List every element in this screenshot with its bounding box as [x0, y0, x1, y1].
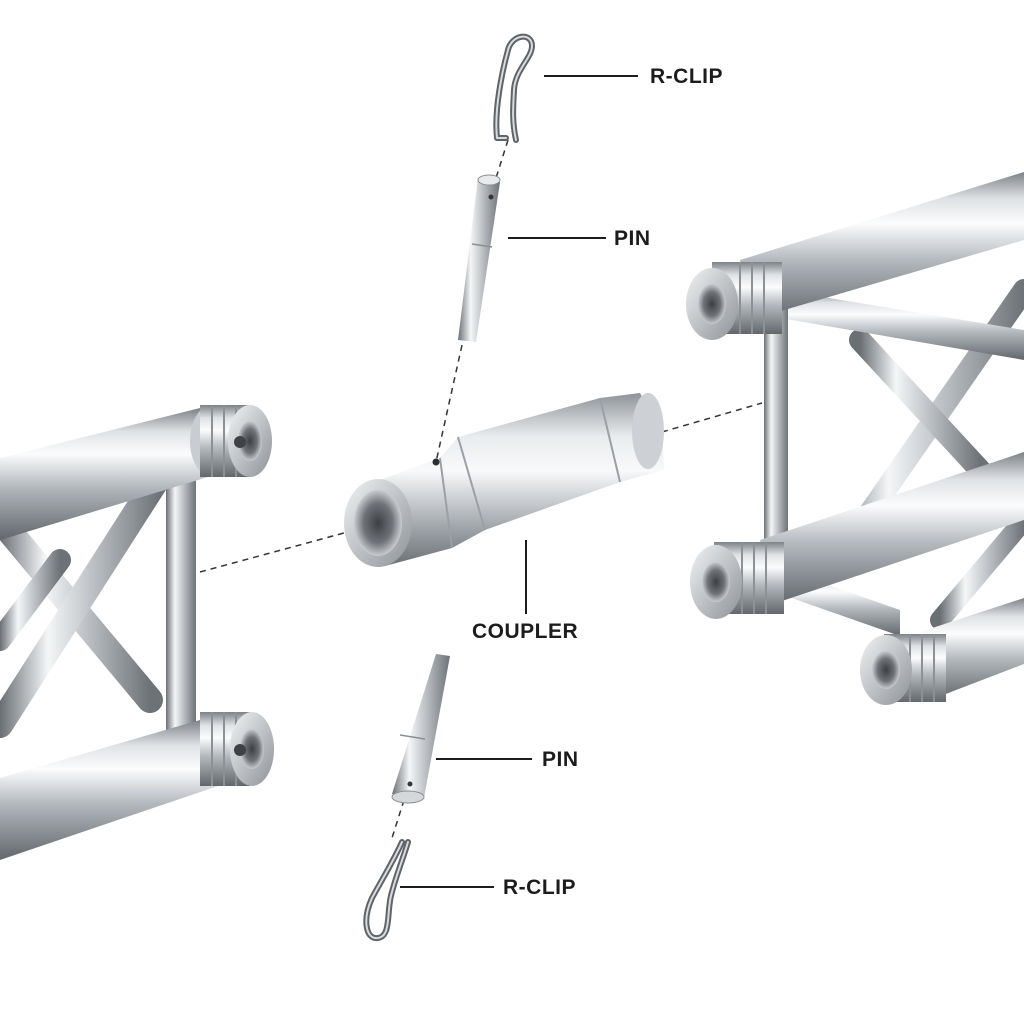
guide-top-clip-to-pin [495, 139, 509, 179]
left-truss-segment [0, 405, 274, 860]
top-r-clip-part [493, 33, 535, 143]
right-cross-bar-upper [780, 290, 1024, 360]
guide-left-to-coupler [199, 529, 356, 573]
alignment-guides [199, 139, 763, 839]
r-clip-top-leader [544, 75, 638, 77]
right-truss-segment [686, 172, 1024, 705]
coupler-label: COUPLER [472, 620, 579, 643]
r-clip-bottom-label: R-CLIP [503, 876, 576, 899]
bottom-pin-part [391, 654, 450, 804]
right-bottom-end-fitting [860, 634, 946, 705]
r-clip-top-label: R-CLIP [650, 65, 723, 88]
top-pin-part [458, 174, 501, 342]
guide-coupler-to-right [661, 402, 763, 433]
coupler-part [344, 393, 664, 567]
left-top-end-fitting [190, 405, 272, 477]
right-top-end-fitting [686, 262, 782, 340]
guide-bottom-pin-to-clip [391, 799, 405, 839]
coupler-leader [525, 540, 527, 614]
bottom-r-clip-part [363, 839, 411, 942]
left-top-chord [0, 408, 218, 540]
left-bottom-end-fitting [200, 712, 274, 786]
pin-top-leader [508, 237, 606, 239]
left-brace-diagonal [0, 549, 71, 651]
pin-bottom-label: PIN [542, 748, 579, 771]
pin-bottom-leader [436, 758, 532, 760]
right-brace-diagonal [849, 329, 991, 481]
right-brace-diagonal [930, 510, 1024, 630]
right-vertical-strut [764, 300, 788, 550]
left-brace-diagonal [0, 462, 173, 738]
right-top-chord [740, 172, 1024, 320]
r-clip-bottom-leader [400, 886, 494, 888]
right-middle-end-fitting [690, 542, 784, 619]
pin-top-label: PIN [614, 227, 651, 250]
left-bottom-chord [0, 720, 218, 860]
guide-top-pin-to-coupler [435, 344, 463, 463]
right-middle-chord [760, 452, 1024, 605]
left-vertical-strut [166, 470, 196, 750]
